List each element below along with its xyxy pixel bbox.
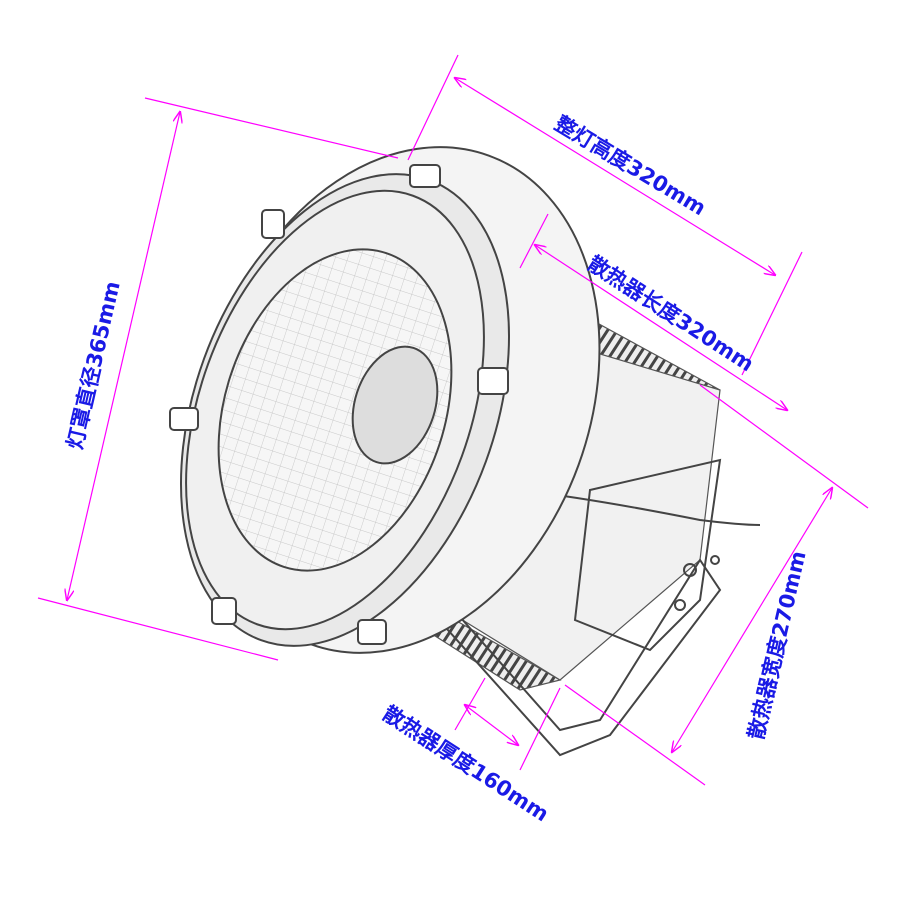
dimension-lines [37,54,869,786]
lamp-shade [180,146,601,654]
shade-clips [169,164,509,645]
